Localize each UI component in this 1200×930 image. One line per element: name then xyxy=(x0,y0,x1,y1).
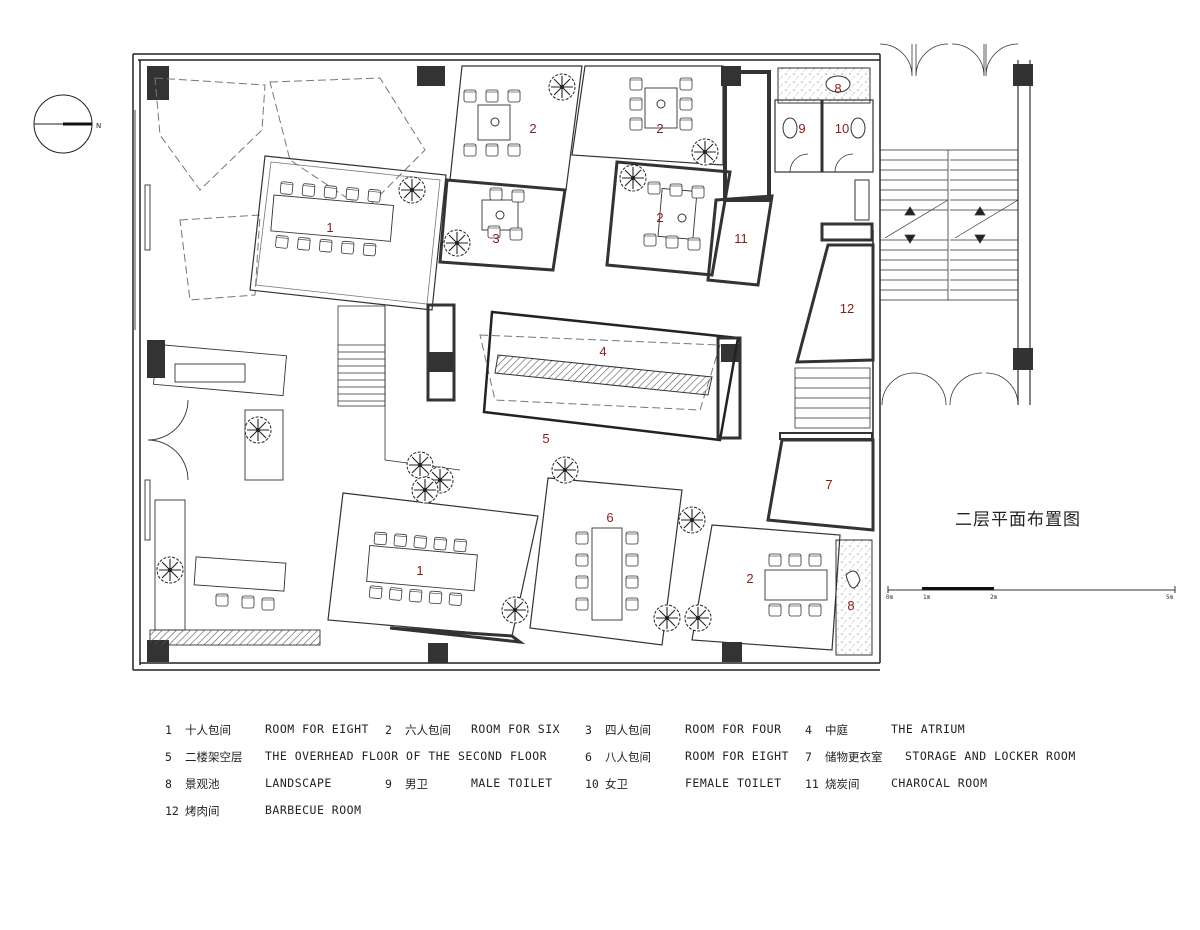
legend-en: FEMALE TOILET xyxy=(685,776,782,790)
legend-num: 4 xyxy=(805,723,812,737)
legend-item: 8 景观池 LANDSCAPE xyxy=(165,776,331,792)
legend-num: 10 xyxy=(585,777,599,791)
legend-cn: 烧炭间 xyxy=(825,777,860,791)
atrium xyxy=(426,303,742,442)
legend-num: 9 xyxy=(385,777,392,791)
room-label: 4 xyxy=(599,344,606,359)
legend-num: 2 xyxy=(385,723,392,737)
staircase-main xyxy=(337,305,461,471)
legend-cn: 中庭 xyxy=(825,723,848,737)
staircase-small xyxy=(779,367,873,440)
room-label: 6 xyxy=(606,510,613,525)
scale-label-5: 5m xyxy=(1166,594,1174,601)
room-label: 10 xyxy=(835,121,849,136)
room-label: 2 xyxy=(529,121,536,136)
legend-item: 3 四人包间 ROOM FOR FOUR xyxy=(585,722,781,738)
legend-cn: 二楼架空层 xyxy=(185,750,243,764)
legend-item: 5 二楼架空层 THE OVERHEAD FLOOR OF THE SECOND F… xyxy=(165,749,547,765)
legend-num: 7 xyxy=(805,750,812,764)
toilets xyxy=(774,67,874,221)
room-label: 8 xyxy=(847,598,854,613)
legend-row: 8 景观池 LANDSCAPE 9 男卫 MALE TOILET 10 女卫 FEMALE … xyxy=(165,776,1085,803)
legend-row: 5 二楼架空层 THE OVERHEAD FLOOR OF THE SECOND F… xyxy=(165,749,1085,776)
legend-en: LANDSCAPE xyxy=(265,776,332,790)
room-1-top xyxy=(249,155,447,311)
legend-cn: 六人包间 xyxy=(405,723,451,737)
legend-item: 1 十人包间 ROOM FOR EIGHT xyxy=(165,722,368,738)
legend-row: 12 烤肉间 BARBECUE ROOM xyxy=(165,803,1085,830)
scale-label-0: 0m xyxy=(886,594,894,601)
lounge xyxy=(147,343,321,646)
legend-en: ROOM FOR EIGHT xyxy=(685,749,789,763)
room-12 xyxy=(795,222,875,364)
legend-num: 3 xyxy=(585,723,592,737)
room-label: 2 xyxy=(656,210,663,225)
legend-en: ROOM FOR FOUR xyxy=(685,722,782,736)
room-label: 9 xyxy=(798,121,805,136)
legend-en: BARBECUE ROOM xyxy=(265,803,362,817)
legend-en: CHAROCAL ROOM xyxy=(891,776,988,790)
legend-item: 6 八人包间 ROOM FOR EIGHT xyxy=(585,749,788,765)
legend-cn: 男卫 xyxy=(405,777,428,791)
room-label: 2 xyxy=(656,121,663,136)
north-label: N xyxy=(96,122,101,130)
legend-cn: 景观池 xyxy=(185,777,220,791)
scale-label-1: 1m xyxy=(923,594,931,601)
legend-cn: 八人包间 xyxy=(605,750,651,764)
room-2-bottom xyxy=(691,524,873,656)
legend-cn: 十人包间 xyxy=(185,723,231,737)
legend-num: 12 xyxy=(165,804,179,818)
legend-en: ROOM FOR SIX xyxy=(471,722,561,736)
room-label: 11 xyxy=(734,231,748,246)
room-label: 8 xyxy=(834,81,841,96)
scale-label-2: 2m xyxy=(990,594,998,601)
windows xyxy=(134,110,151,541)
room-label: 5 xyxy=(542,431,549,446)
room-label: 7 xyxy=(825,477,832,492)
scale-bar: 0m 1m 2m 5m xyxy=(886,586,1176,601)
legend-cn: 烤肉间 xyxy=(185,804,220,818)
north-arrow-icon: N xyxy=(33,94,101,154)
legend-en: ROOM FOR EIGHT xyxy=(265,722,369,736)
legend-item: 7 储物更衣室 STORAGE AND LOCKER ROOM xyxy=(805,749,1075,765)
legend-num: 11 xyxy=(805,777,819,791)
room-6 xyxy=(529,477,683,646)
legend-cn: 女卫 xyxy=(605,777,628,791)
plan-title: 二层平面布置图 xyxy=(955,510,1081,530)
legend-en: THE ATRIUM xyxy=(891,722,966,736)
structural-columns xyxy=(147,64,1033,663)
legend-en: MALE TOILET xyxy=(471,776,553,790)
legend-item: 10 女卫 FEMALE TOILET xyxy=(585,776,781,792)
legend-num: 5 xyxy=(165,750,172,764)
room-label: 3 xyxy=(492,231,499,246)
legend-num: 1 xyxy=(165,723,172,737)
legend-en: STORAGE AND LOCKER ROOM xyxy=(905,749,1076,763)
room-2-top-b xyxy=(571,65,724,166)
room-2-right xyxy=(605,160,732,277)
room-7 xyxy=(766,438,875,532)
room-3 xyxy=(438,178,567,272)
legend-item: 11 烧炭间 CHAROCAL ROOM xyxy=(805,776,987,792)
legend-item: 4 中庭 THE ATRIUM xyxy=(805,722,965,738)
room-11 xyxy=(706,70,774,287)
overhead-outline xyxy=(154,77,721,411)
legend-item: 2 六人包间 ROOM FOR SIX xyxy=(385,722,560,738)
room-1-bottom xyxy=(327,492,539,645)
legend-cn: 四人包间 xyxy=(605,723,651,737)
room-label: 2 xyxy=(746,571,753,586)
legend-num: 8 xyxy=(165,777,172,791)
room-labels: 1 2 2 2 3 4 5 1 6 2 7 8 8 9 10 11 12 xyxy=(326,81,854,613)
room-label: 1 xyxy=(416,563,423,578)
room-label: 12 xyxy=(840,301,854,316)
staircase-right xyxy=(879,43,1031,406)
legend-item: 9 男卫 MALE TOILET xyxy=(385,776,552,792)
legend-cn: 储物更衣室 xyxy=(825,750,883,764)
room-label: 1 xyxy=(326,220,333,235)
legend-item: 12 烤肉间 BARBECUE ROOM xyxy=(165,803,361,819)
legend-en: THE OVERHEAD FLOOR OF THE SECOND FLOOR xyxy=(265,749,548,763)
legend-num: 6 xyxy=(585,750,592,764)
